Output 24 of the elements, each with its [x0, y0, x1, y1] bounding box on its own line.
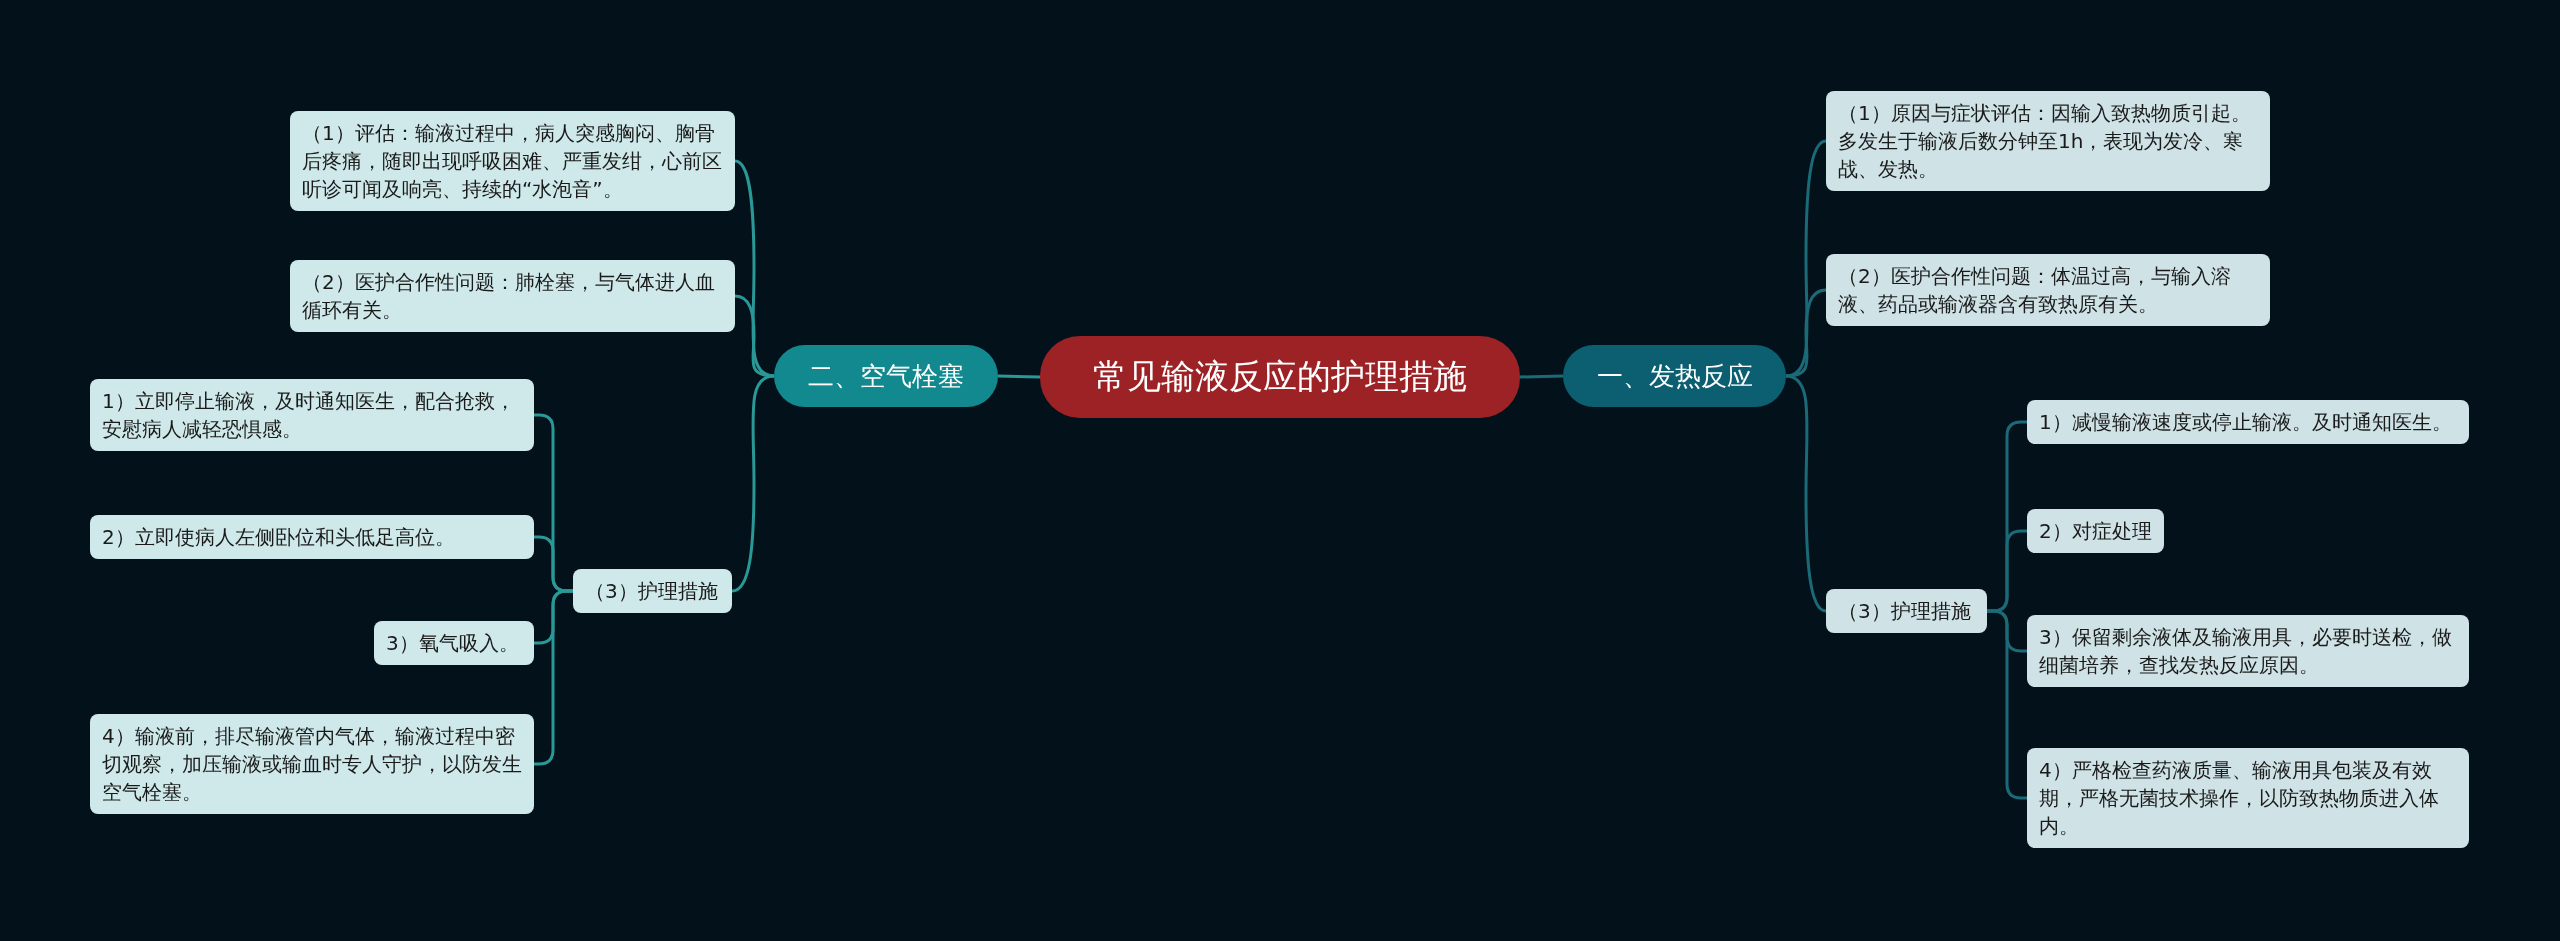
connector-line [1519, 374, 1564, 379]
connector-line [1785, 288, 1827, 378]
connector-line [731, 374, 775, 593]
connector-line [734, 294, 775, 378]
connector-line [1785, 374, 1827, 613]
subtopic-box: 2）对症处理 [2027, 509, 2164, 553]
subtopic-box: （3）护理措施 [1826, 589, 1987, 633]
subtopic-box: 3）保留剩余液体及输液用具，必要时送检，做细菌培养，查找发热反应原因。 [2027, 615, 2469, 687]
central-topic: 常见输液反应的护理措施 [1040, 336, 1520, 418]
subtopic-box: 4）严格检查药液质量、输液用具包装及有效期，严格无菌技术操作，以防致热物质进入体内。 [2027, 748, 2469, 848]
branch-topic: 二、空气栓塞 [774, 345, 998, 407]
subtopic-box: （2）医护合作性问题：体温过高，与输入溶液、药品或输液器含有致热原有关。 [1826, 254, 2270, 326]
branch-topic: 一、发热反应 [1563, 345, 1786, 407]
subtopic-box: （1）原因与症状评估：因输入致热物质引起。多发生于输液后数分钟至1h，表现为发冷、寒战、发热。 [1826, 91, 2270, 191]
subtopic-box: （1）评估：输液过程中，病人突感胸闷、胸骨后疼痛，随即出现呼吸困难、严重发绀，心前区听诊可闻及响亮、持续的“水泡音”。 [290, 111, 735, 211]
subtopic-box: 1）立即停止输液，及时通知医生，配合抢救，安慰病人减轻恐惧感。 [90, 379, 534, 451]
subtopic-box: 2）立即使病人左侧卧位和头低足高位。 [90, 515, 534, 559]
subtopic-box: 4）输液前，排尽输液管内气体，输液过程中密切观察，加压输液或输血时专人守护，以防发生空气栓塞。 [90, 714, 534, 814]
connector-line [997, 374, 1041, 379]
subtopic-box: （3）护理措施 [573, 569, 732, 613]
connector-line [1987, 609, 2027, 800]
subtopic-box: 3）氧气吸入。 [374, 621, 534, 665]
subtopic-box: （2）医护合作性问题：肺栓塞，与气体进人血循环有关。 [290, 260, 735, 332]
subtopic-box: 1）减慢输液速度或停止输液。及时通知医生。 [2027, 400, 2469, 444]
